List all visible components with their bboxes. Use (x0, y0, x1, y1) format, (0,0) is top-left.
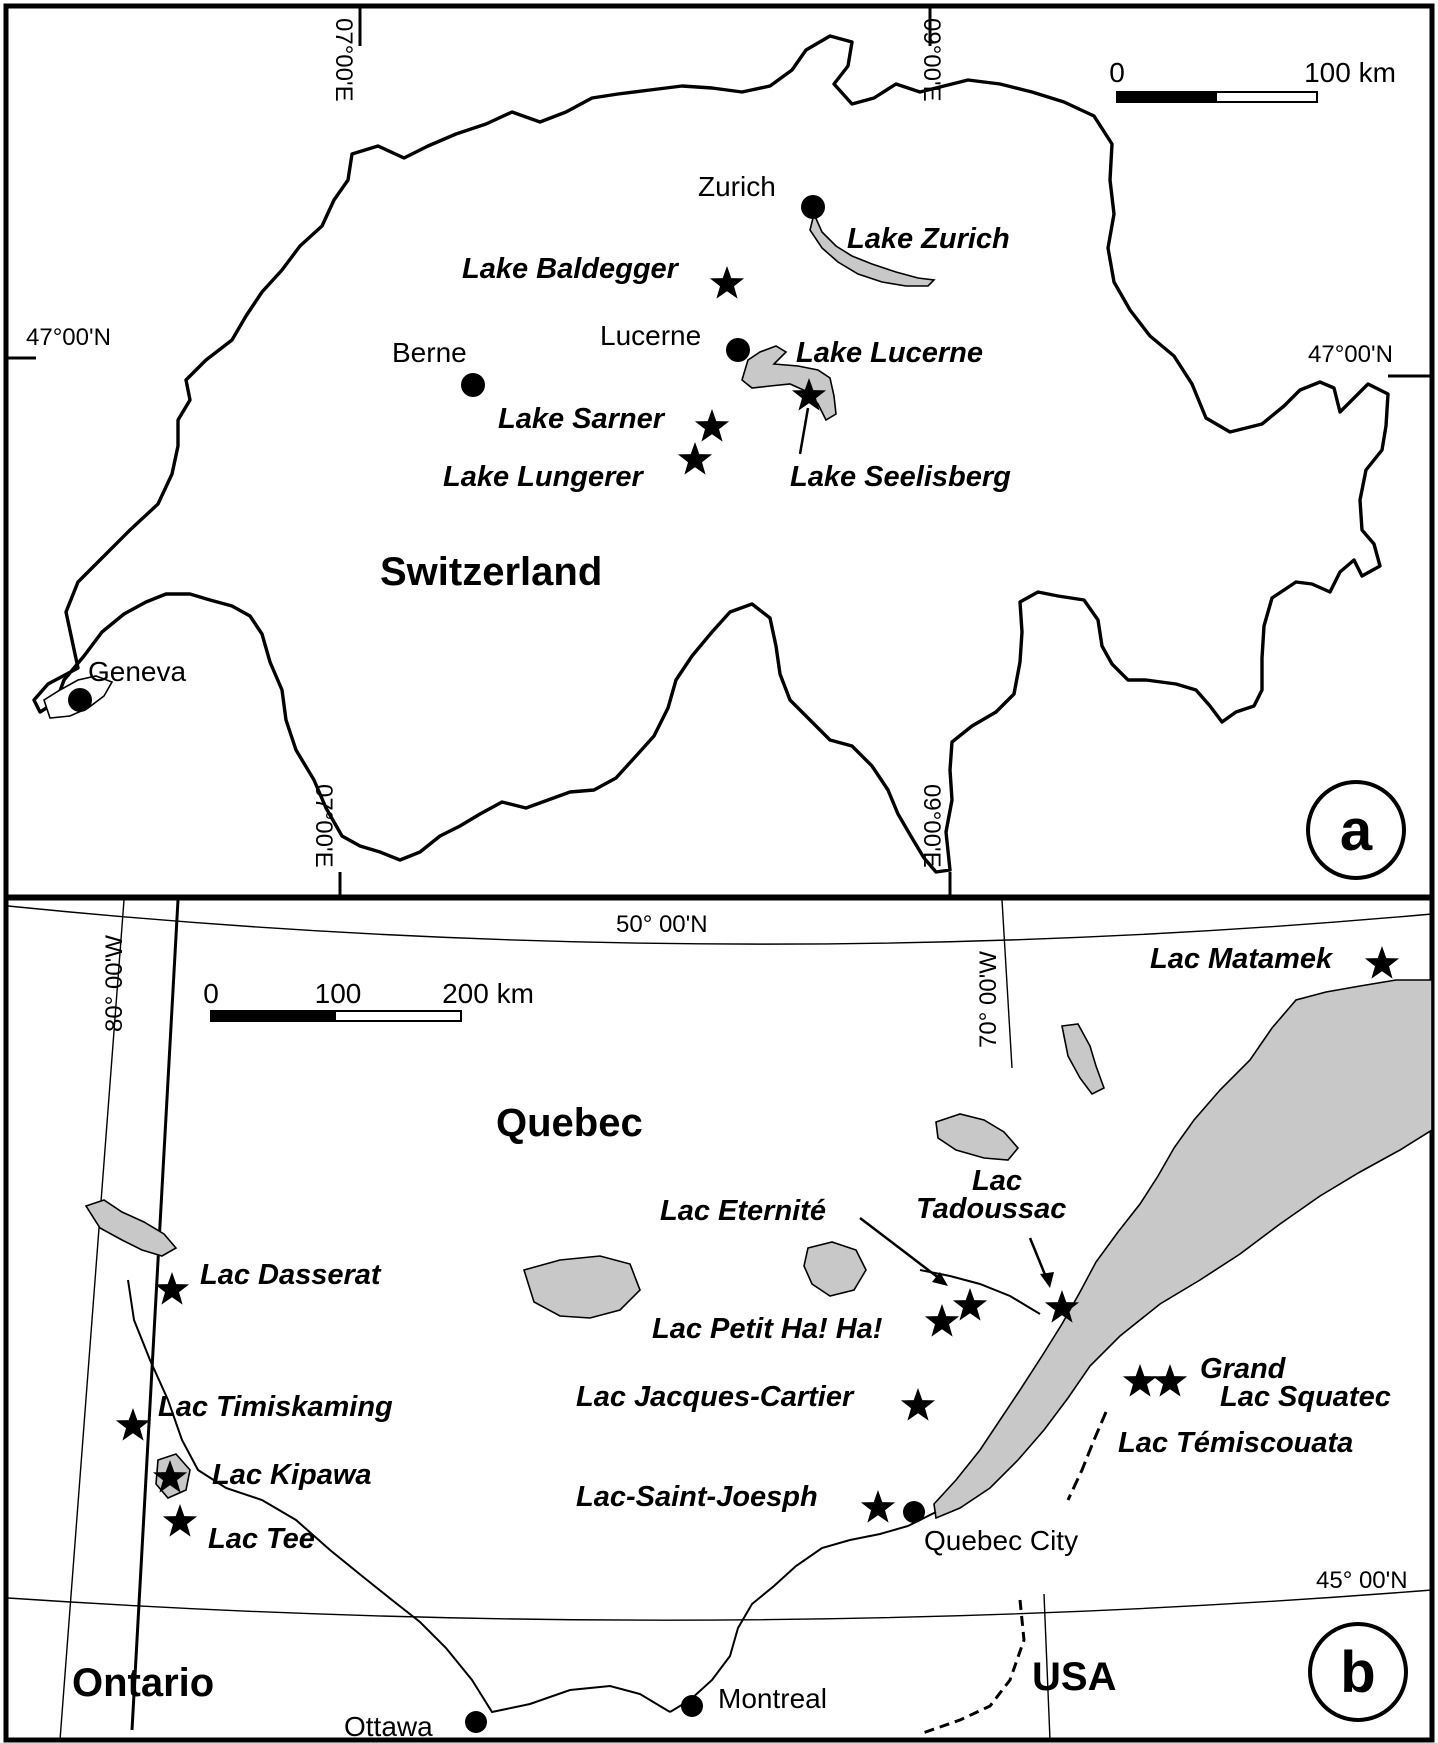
lucerne-city-dot (726, 338, 750, 362)
panel-a-letter-circle (1306, 780, 1406, 880)
berne-city-label: Berne (392, 337, 467, 368)
lon-label-a-bottom-east: 09°00'E (918, 784, 945, 868)
lac-jacques-cartier-label: Lac Jacques-Cartier (576, 1381, 855, 1413)
ontario-region-label: Ontario (72, 1661, 214, 1705)
lake-zurich-shape (809, 211, 936, 287)
zurich-city-label: Zurich (698, 171, 776, 202)
scale-bar-b-filled (211, 1011, 336, 1021)
eternite-arrow-icon (932, 1272, 948, 1286)
lac-tadoussac-label-line2: Tadoussac (916, 1193, 1066, 1225)
lat-label-b-top: 50° 00'N (616, 911, 708, 938)
quebec-region-label: Quebec (496, 1101, 643, 1145)
lon-70-graticule-bottom (1043, 1593, 1051, 1741)
ottawa-city-dot (465, 1711, 487, 1733)
zurich-city-dot (801, 195, 825, 219)
lac-saint-jean-lake (803, 1241, 867, 1297)
lon-label-b-right: 70° 00'W (975, 951, 1002, 1048)
panel-b-letter: b (1340, 1640, 1375, 1705)
lake-lungerer-label: Lake Lungerer (443, 461, 645, 493)
lac-tee-label: Lac Tee (208, 1523, 315, 1555)
panel-b-frame (3, 895, 1435, 1743)
lat-label-a-left: 47°00'N (26, 324, 111, 351)
scale-bar-a-filled (1117, 92, 1217, 102)
lac-matamek-label: Lac Matamek (1150, 943, 1334, 975)
scale-b-mid: 100 (315, 978, 362, 1009)
scale-a-end: 100 km (1304, 57, 1396, 88)
lac-timiskaming-label: Lac Timiskaming (158, 1391, 393, 1423)
lac-dasserat-label: Lac Dasserat (200, 1259, 382, 1291)
scale-b-start: 0 (203, 978, 219, 1009)
lon-80-graticule (59, 899, 125, 1741)
panel-a-letter: a (1340, 798, 1373, 863)
reservoir-lake-west (522, 1255, 641, 1319)
lat-45-graticule (7, 1589, 1433, 1621)
lake-zurich-label: Lake Zurich (847, 223, 1010, 255)
geneva-city-label: Geneva (88, 656, 186, 687)
panel-a-switzerland-map: 0 100 km 07°00'E 09°00'E 07°00'E 09°00'E… (3, 3, 1435, 900)
reservoir-lake-northeast (1061, 1023, 1105, 1096)
lat-label-a-right: 47°00'N (1308, 341, 1393, 368)
lat-label-b-bottom: 45° 00'N (1316, 1567, 1408, 1594)
lake-sarner-label: Lake Sarner (498, 403, 666, 435)
lac-dasserat-area-lake (84, 1199, 178, 1257)
lac-saint-joseph-label: Lac-Saint-Joesph (576, 1481, 818, 1513)
quebec-ontario-boundary (130, 899, 180, 1731)
seelisberg-leader-line (798, 407, 810, 455)
quebec-city-dot (903, 1501, 925, 1523)
lake-seelisberg-label: Lake Seelisberg (790, 461, 1011, 493)
lac-eternite-label: Lac Eternité (660, 1195, 826, 1227)
lon-70-graticule-top (1001, 899, 1013, 1069)
lac-petit-haha-label: Lac Petit Ha! Ha! (652, 1313, 883, 1345)
berne-city-dot (461, 373, 485, 397)
lac-temiscouata-label: Lac Témiscouata (1118, 1427, 1353, 1459)
st-lawrence-river (669, 1511, 937, 1713)
ottawa-city-label: Ottawa (344, 1711, 433, 1742)
lon-label-a-bottom-west: 07°00'E (310, 784, 337, 868)
lac-kipawa-label: Lac Kipawa (212, 1459, 372, 1491)
geneva-city-dot (68, 688, 92, 712)
switzerland-border (32, 34, 1390, 874)
grand-lac-squatec-label-line2: Lac Squatec (1220, 1381, 1391, 1413)
usa-region-label: USA (1032, 1655, 1116, 1699)
quebec-city-label: Quebec City (924, 1525, 1078, 1556)
lucerne-city-label: Lucerne (600, 320, 701, 351)
usa-border (919, 1599, 1026, 1736)
lake-baldegger-label: Lake Baldegger (462, 253, 680, 285)
lon-label-a-top-west: 07°00'E (330, 18, 357, 102)
lake-lucerne-shape (741, 345, 837, 422)
scale-b-end: 200 km (442, 978, 534, 1009)
scale-a-start: 0 (1109, 57, 1125, 88)
eternite-leader-line (859, 1217, 945, 1283)
new-brunswick-border (1066, 1411, 1108, 1501)
panel-a-frame (3, 3, 1435, 900)
montreal-city-label: Montreal (718, 1683, 827, 1714)
panel-b-quebec-map: 0 100 200 km 50° 00'N 45° 00'N 80° 00'W … (3, 895, 1435, 1743)
montreal-city-dot (681, 1695, 703, 1717)
ottawa-river (127, 1279, 671, 1714)
switzerland-region-label: Switzerland (380, 550, 602, 594)
lac-tadoussac-label-line1: Lac (972, 1165, 1022, 1197)
reservoir-lake-north (935, 1113, 1020, 1161)
panel-b-letter-circle (1308, 1622, 1408, 1722)
st-lawrence-estuary (933, 979, 1433, 1520)
lon-label-a-top-east: 09°00'E (918, 18, 945, 102)
tadoussac-arrow-icon (1040, 1272, 1054, 1288)
lat-50-graticule (7, 905, 1433, 945)
lon-label-b-left: 80° 00'W (101, 935, 128, 1032)
grand-lac-squatec-label-line1: Grand (1200, 1353, 1287, 1385)
lake-lucerne-label: Lake Lucerne (796, 337, 983, 369)
